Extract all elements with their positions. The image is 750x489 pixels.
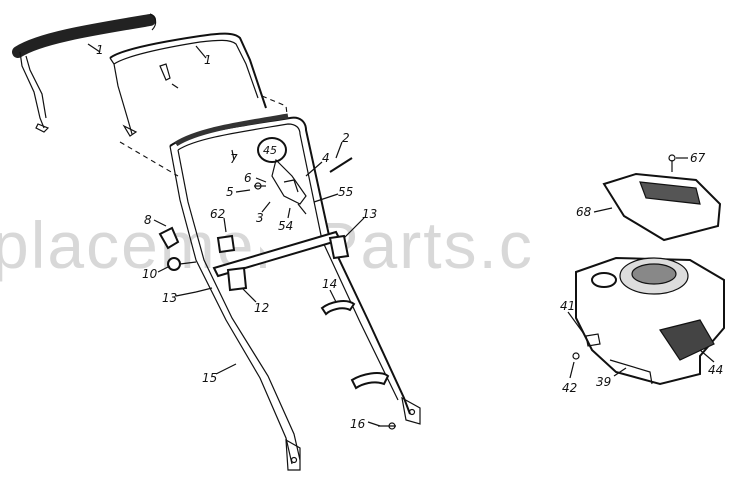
callout-68: 68 <box>576 205 592 219</box>
callout-1a: 1 <box>96 43 104 57</box>
callout-62: 62 <box>210 207 225 221</box>
callout-41: 41 <box>560 299 575 313</box>
callout-45: 45 <box>263 144 277 157</box>
callout-8: 8 <box>144 213 152 227</box>
callout-13b: 13 <box>162 291 177 305</box>
callout-2: 2 <box>342 131 350 145</box>
callout-13a: 13 <box>362 207 377 221</box>
callout-42: 42 <box>562 381 577 395</box>
callout-10: 10 <box>142 267 158 281</box>
alignment-line-left <box>119 141 179 177</box>
callout-4: 4 <box>322 151 330 165</box>
leader-lines <box>87 43 715 427</box>
main-handle-part <box>169 113 421 471</box>
brackets-part <box>158 226 350 293</box>
control-assembly-part <box>254 137 353 215</box>
callout-5: 5 <box>226 185 234 199</box>
engine-cover-part <box>602 154 722 242</box>
callout-44: 44 <box>708 363 723 377</box>
callout-39: 39 <box>596 375 611 389</box>
callout-54: 54 <box>278 219 293 233</box>
callout-67: 67 <box>690 151 706 165</box>
engine-part <box>572 256 725 386</box>
callout-1b: 1 <box>204 53 212 67</box>
callout-14: 14 <box>322 277 337 291</box>
callout-16: 16 <box>350 417 366 431</box>
callout-6: 6 <box>244 171 252 185</box>
handle-grip-part <box>12 13 157 133</box>
cable-clips-part <box>320 300 396 430</box>
callout-7: 7 <box>230 152 238 166</box>
upper-handle-part <box>109 32 267 137</box>
callout-3: 3 <box>256 211 264 225</box>
callout-15: 15 <box>202 371 217 385</box>
callout-12: 12 <box>254 301 269 315</box>
callout-55: 55 <box>338 185 353 199</box>
